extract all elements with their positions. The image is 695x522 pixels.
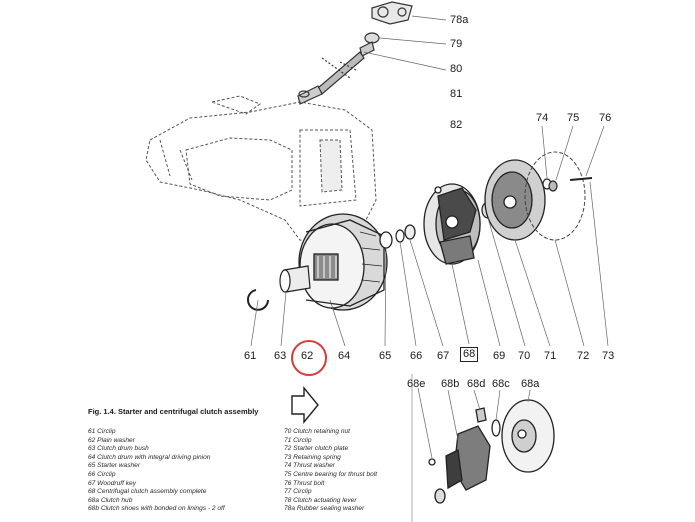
legend-item: 72 Starter clutch plate	[284, 445, 349, 453]
legend-item: 78a Rubber sealing washer	[284, 505, 365, 513]
legend-left: 61 Circlip 62 Plain washer 63 Clutch dru…	[88, 428, 225, 514]
part-number-61: 61	[244, 350, 257, 362]
part-number-65: 65	[379, 350, 392, 362]
part-number-70: 70	[518, 350, 531, 362]
legend-item: 70 Clutch retaining nut	[284, 428, 350, 435]
part-number-79: 79	[450, 38, 463, 50]
part-number-64: 64	[338, 350, 351, 362]
legend-item: 73 Retaining spring	[284, 453, 341, 461]
legend-item: 63 Clutch drum bush	[88, 445, 149, 453]
legend-item: 61 Circlip	[88, 428, 116, 435]
part-number-76: 76	[599, 112, 612, 124]
legend-item: 78 Clutch actuating lever	[284, 496, 357, 504]
part-number-68a: 68a	[521, 378, 540, 390]
figure-caption: Fig. 1.4. Starter and centrifugal clutch…	[88, 407, 259, 416]
legend-item: 66 Circlip	[88, 470, 116, 478]
legend-item: 65 Starter washer	[88, 462, 141, 470]
legend-item: 77 Circlip	[284, 488, 312, 496]
part-number-71: 71	[544, 350, 557, 362]
starter-plate-drawing	[484, 159, 546, 241]
part-number-67: 67	[437, 350, 450, 362]
part-number-78a: 78a	[450, 14, 469, 26]
legend-item: 62 Plain washer	[88, 436, 135, 444]
part-number-63: 63	[274, 350, 287, 362]
part-number-69: 69	[493, 350, 506, 362]
centrifugal-clutch-drawing	[423, 183, 481, 265]
clutch-drum-drawing	[298, 213, 388, 311]
part-number-75: 75	[567, 112, 580, 124]
legend-item: 67 Woodruff key	[88, 479, 137, 487]
legend-item: 74 Thrust washer	[284, 462, 335, 470]
part-number-62: 62	[301, 350, 314, 362]
legend-item: 68 Centrifugal clutch assembly complete	[88, 488, 207, 496]
part-number-66: 66	[410, 350, 423, 362]
part-number-82: 82	[450, 119, 463, 131]
legend-item: 76 Thrust bolt	[284, 479, 325, 487]
part-number-80: 80	[450, 63, 463, 75]
part-number-74: 74	[536, 112, 549, 124]
actuating-lever-drawing	[297, 1, 413, 105]
legend-item: 71 Circlip	[284, 436, 312, 444]
part-number-68c: 68c	[492, 378, 510, 390]
legend-item: 68b Clutch shoes with bonded on linings …	[88, 505, 225, 513]
legend-item: 64 Clutch drum with integral driving pin…	[88, 453, 211, 461]
circlip-drawing	[247, 289, 269, 311]
part-number-81: 81	[450, 88, 463, 100]
legend-right: 70 Clutch retaining nut 71 Circlip 72 St…	[284, 428, 377, 514]
legend-item: 75 Centre bearing for thrust bolt	[284, 470, 378, 478]
part-number-68e: 68e	[407, 378, 426, 390]
inset-drawing	[411, 374, 555, 522]
part-number-68b: 68b	[441, 378, 460, 390]
part-number-68d: 68d	[467, 378, 486, 390]
highlight-circle	[291, 340, 327, 376]
right-arrow-icon	[291, 386, 319, 424]
engine-housing-drawing	[145, 95, 377, 249]
legend-item: 68a Clutch hub	[88, 496, 133, 504]
part-number-72: 72	[577, 350, 590, 362]
part-number-68: 68	[460, 347, 479, 362]
part-number-73: 73	[602, 350, 615, 362]
